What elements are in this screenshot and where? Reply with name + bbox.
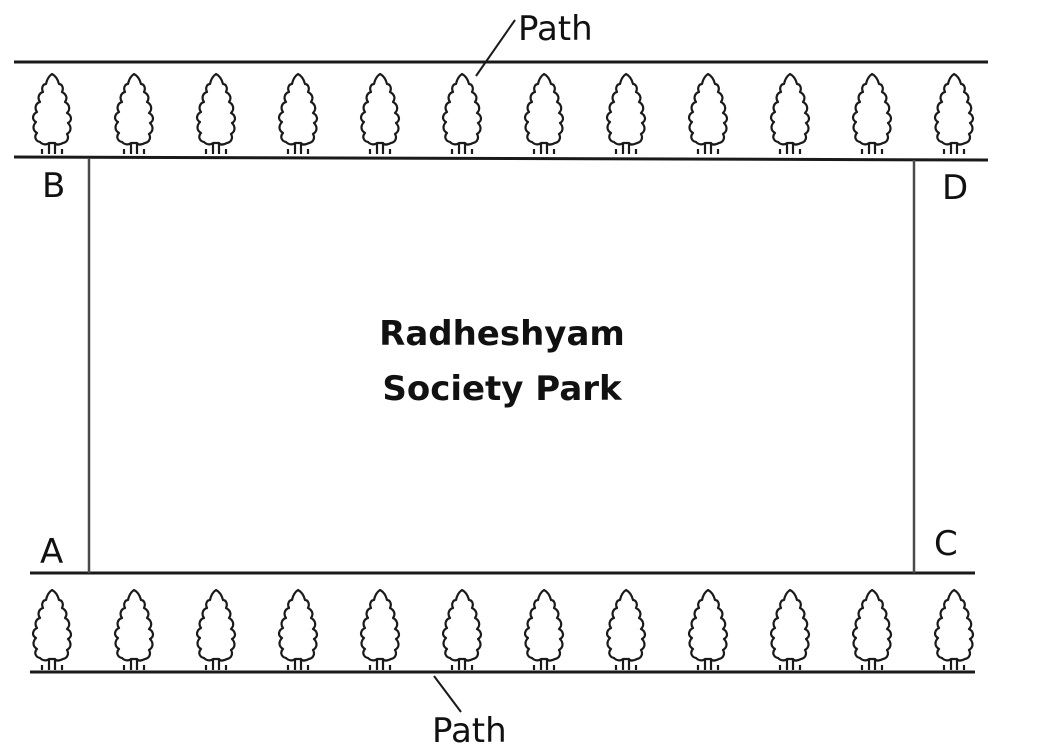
tree-icon <box>195 72 237 156</box>
tree-icon <box>523 588 565 672</box>
tree-icon <box>851 588 893 672</box>
tree-icon <box>933 72 975 156</box>
tree-icon <box>277 72 319 156</box>
tree-icon <box>441 588 483 672</box>
corner-label-d: D <box>942 168 968 208</box>
tree-icon <box>359 588 401 672</box>
tree-icon <box>441 72 483 156</box>
tree-icon <box>769 72 811 156</box>
tree-icon <box>523 72 565 156</box>
tree-icon <box>933 588 975 672</box>
tree-icon <box>31 72 73 156</box>
park-name-line1: Radheshyam <box>379 314 625 354</box>
tree-icon <box>687 72 729 156</box>
top-path-leader <box>475 19 516 77</box>
corner-label-b: B <box>42 166 65 206</box>
park-name-line2: Society Park <box>382 369 623 409</box>
bottom-path-label: Path <box>432 711 507 751</box>
tree-icon <box>113 72 155 156</box>
corner-label-a: A <box>40 532 63 572</box>
top-tree-row <box>31 72 975 156</box>
tree-icon <box>31 588 73 672</box>
tree-icon <box>851 72 893 156</box>
tree-icon <box>277 588 319 672</box>
tree-icon <box>769 588 811 672</box>
tree-icon <box>687 588 729 672</box>
tree-icon <box>605 588 647 672</box>
top-path-inner-edge <box>13 155 989 162</box>
corner-label-c: C <box>934 524 958 564</box>
top-path-label: Path <box>518 9 593 49</box>
tree-icon <box>113 588 155 672</box>
tree-icon <box>359 72 401 156</box>
tree-icon <box>195 588 237 672</box>
bottom-path-leader <box>433 675 462 713</box>
tree-icon <box>605 72 647 156</box>
bottom-tree-row <box>31 588 975 672</box>
